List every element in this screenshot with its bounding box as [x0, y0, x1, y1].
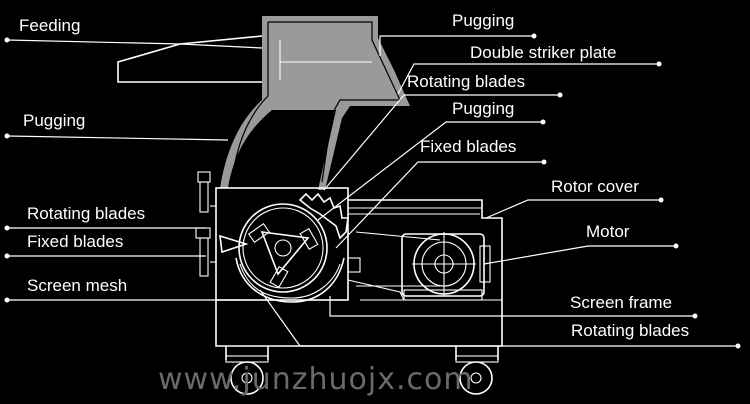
machine-drawing [117, 16, 503, 395]
label-motor: Motor [586, 222, 630, 241]
screen-mesh-arc [235, 257, 345, 303]
label-rotating-blades-top: Rotating blades [407, 72, 526, 91]
feed-hopper [220, 16, 410, 190]
label-pugging-left: Pugging [23, 111, 86, 130]
motor-drawing [401, 232, 491, 301]
label-pugging-mid: Pugging [452, 99, 515, 118]
leader-lines [4, 33, 741, 349]
casters [225, 346, 499, 395]
label-double-striker-plate: Double striker plate [470, 43, 617, 62]
rotor [238, 203, 328, 293]
label-rotating-blades-bottom: Rotating blades [571, 321, 690, 340]
feed-chute [117, 35, 263, 83]
label-fixed-blades-right: Fixed blades [420, 137, 517, 156]
crushing-chamber [215, 187, 349, 301]
label-screen-mesh: Screen mesh [27, 276, 128, 295]
label-rotor-cover: Rotor cover [551, 177, 639, 196]
label-rotating-blades-left: Rotating blades [27, 204, 146, 223]
label-feeding: Feeding [19, 16, 81, 35]
watermark: www.junzhuojx.com [158, 362, 474, 397]
label-fixed-blades-left: Fixed blades [27, 232, 124, 251]
label-screen-frame: Screen frame [570, 293, 673, 312]
label-pugging-top: Pugging [452, 11, 515, 30]
drive-belt [355, 231, 441, 287]
machine-frame [215, 199, 503, 347]
striker-plate [298, 192, 349, 240]
